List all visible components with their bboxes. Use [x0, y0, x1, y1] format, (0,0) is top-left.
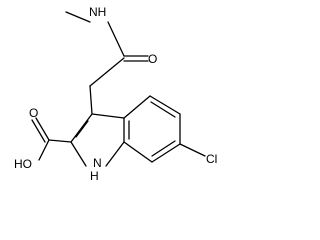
molecule-structure-diagram: NH O O HO N H Cl: [14, 5, 217, 183]
bond-acid-c-oh: [38, 139, 50, 161]
atom-label-indole-h: H: [90, 169, 99, 183]
bond-carbonyl-c-ch2: [89, 57, 125, 87]
bond-c6-cl: [179, 143, 206, 157]
atom-label-chlorine: Cl: [206, 152, 217, 166]
bond-c4-c5-inner: [150, 101, 176, 118]
bond-c6-c7: [151, 143, 181, 163]
atom-label-n-methyl: NH: [89, 5, 106, 19]
bond-acid-c-o: [35, 117, 50, 141]
bond-c3a-c4: [123, 95, 151, 119]
atom-label-carbonyl-oxygen: O: [148, 52, 157, 66]
bond-c4-c5: [149, 95, 181, 115]
bond-methyl-n: [65, 11, 91, 23]
atom-label-acid-hydroxyl: HO: [14, 157, 32, 171]
atom-label-indole-nh: N: [93, 156, 102, 170]
bond-c7-c7a: [123, 141, 153, 163]
bond-c3-c3a: [91, 113, 125, 119]
bond-c6-c7-inner: [151, 140, 176, 157]
bond-c3-c2: [70, 113, 93, 143]
bond-ch2-c3: [89, 85, 93, 115]
bond-c2-acid-c: [48, 139, 72, 143]
atom-label-acid-oxygen: O: [29, 106, 38, 120]
bond-c3-c2-inner: [75, 120, 89, 138]
bond-n1-c7a: [105, 141, 125, 167]
bond-n-carbonyl-c: [107, 21, 125, 57]
bond-c2-n1: [70, 141, 87, 167]
bond-acid-c-o-double: [31, 119, 46, 143]
